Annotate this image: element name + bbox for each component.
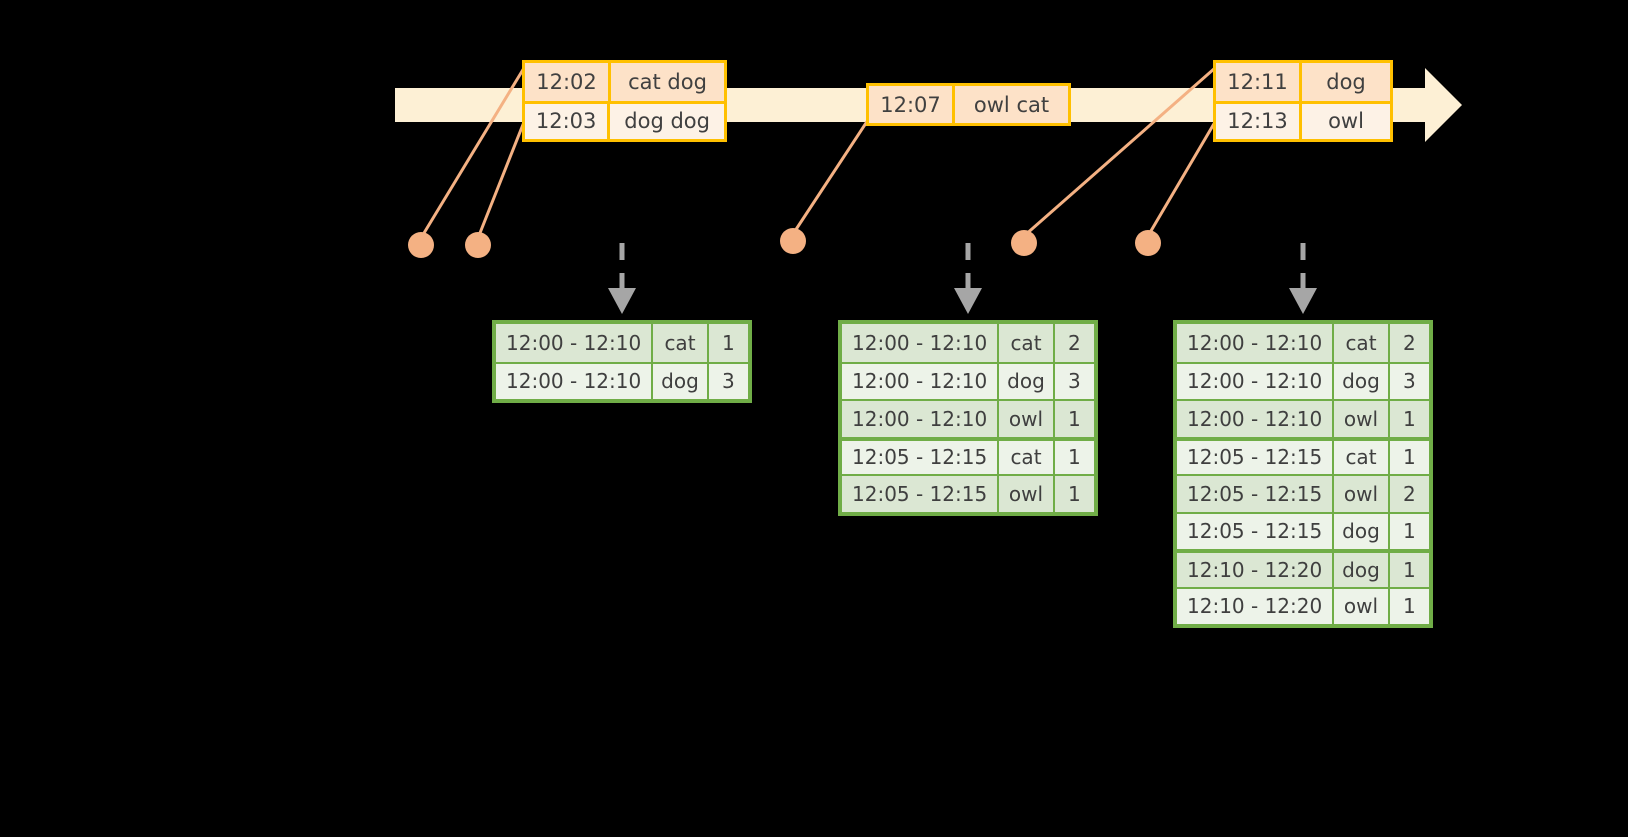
cell-count: 1 (1403, 519, 1416, 544)
cell-count: 1 (1068, 445, 1081, 470)
cell-count: 1 (1403, 406, 1416, 431)
cell-window: 12:10 - 12:20 (1177, 588, 1335, 624)
connector-dot (408, 232, 434, 258)
cell-window: 12:05 - 12:15 (842, 476, 1000, 512)
cell-count: 1 (1403, 557, 1416, 582)
cell-count: 3 (1403, 369, 1416, 394)
cell-count: 1 (1068, 481, 1081, 506)
table-row[interactable]: 12:00 - 12:10 cat 2 (842, 324, 1094, 362)
event-payload: cat dog (628, 69, 707, 94)
table-row[interactable]: 12:10 - 12:20 owl 1 (1177, 586, 1429, 624)
table-row[interactable]: 12:05 - 12:15 cat 1 (842, 436, 1094, 474)
cell-count: 1 (1403, 594, 1416, 619)
cell-count: 1 (1403, 445, 1416, 470)
cell-count: 1 (1068, 406, 1081, 431)
cell-key: dog (653, 363, 709, 399)
cell-window: 12:00 - 12:10 (496, 363, 654, 399)
cell-count: 1 (722, 330, 735, 355)
result-table-2: 12:00 - 12:10 cat 2 12:00 - 12:10 dog 3 … (838, 320, 1098, 516)
cell-count: 2 (1403, 481, 1416, 506)
cell-key: dog (1334, 513, 1390, 549)
event-row[interactable]: 12:07 owl cat (869, 86, 1068, 123)
cell-window: 12:05 - 12:15 (842, 440, 1000, 474)
cell-key: cat (1334, 324, 1390, 362)
table-row[interactable]: 12:05 - 12:15 cat 1 (1177, 436, 1429, 474)
emit-arrows (619, 243, 1306, 292)
cell-window: 12:00 - 12:10 (1177, 401, 1335, 437)
connector-dot (780, 228, 806, 254)
event-time: 12:11 (1216, 63, 1302, 101)
cell-window: 12:00 - 12:10 (842, 324, 1000, 362)
cell-window: 12:10 - 12:20 (1177, 553, 1335, 587)
cell-count: 3 (722, 369, 735, 394)
table-row[interactable]: 12:00 - 12:10 owl 1 (842, 399, 1094, 437)
table-row[interactable]: 12:00 - 12:10 dog 3 (496, 361, 748, 399)
connector-dot (465, 232, 491, 258)
cell-key: dog (1334, 363, 1390, 399)
event-time: 12:03 (525, 103, 611, 139)
table-row[interactable]: 12:00 - 12:10 dog 3 (1177, 361, 1429, 399)
cell-key: owl (1334, 401, 1390, 437)
cell-window: 12:05 - 12:15 (1177, 513, 1335, 549)
cell-key: owl (999, 476, 1055, 512)
event-row[interactable]: 12:11 dog (1216, 63, 1390, 101)
event-group-2[interactable]: 12:07 owl cat (866, 83, 1071, 126)
event-row[interactable]: 12:02 cat dog (525, 63, 724, 101)
cell-window: 12:05 - 12:15 (1177, 476, 1335, 512)
cell-key: cat (999, 440, 1055, 474)
event-payload: owl (1328, 109, 1364, 134)
cell-window: 12:00 - 12:10 (842, 401, 1000, 437)
cell-key: owl (1334, 476, 1390, 512)
event-group-3[interactable]: 12:11 dog 12:13 owl (1213, 60, 1393, 142)
cell-key: owl (999, 401, 1055, 437)
event-group-1[interactable]: 12:02 cat dog 12:03 dog dog (522, 60, 727, 142)
table-row[interactable]: 12:00 - 12:10 owl 1 (1177, 399, 1429, 437)
table-row[interactable]: 12:00 - 12:10 dog 3 (842, 361, 1094, 399)
table-row[interactable]: 12:05 - 12:15 dog 1 (1177, 511, 1429, 549)
event-row[interactable]: 12:13 owl (1216, 100, 1390, 139)
connector-dot (1135, 230, 1161, 256)
cell-key: cat (999, 324, 1055, 362)
table-row[interactable]: 12:05 - 12:15 owl 2 (1177, 474, 1429, 512)
cell-count: 2 (1068, 330, 1081, 355)
cell-window: 12:00 - 12:10 (1177, 363, 1335, 399)
table-row[interactable]: 12:00 - 12:10 cat 1 (496, 324, 748, 362)
event-payload: dog dog (624, 109, 710, 134)
cell-count: 3 (1068, 369, 1081, 394)
cell-window: 12:00 - 12:10 (496, 324, 654, 362)
table-row[interactable]: 12:10 - 12:20 dog 1 (1177, 549, 1429, 587)
cell-key: cat (653, 324, 709, 362)
event-time: 12:07 (869, 86, 955, 123)
cell-key: cat (1334, 440, 1390, 474)
connector-dot (1011, 230, 1037, 256)
table-row[interactable]: 12:00 - 12:10 cat 2 (1177, 324, 1429, 362)
cell-window: 12:00 - 12:10 (842, 363, 1000, 399)
result-table-1: 12:00 - 12:10 cat 1 12:00 - 12:10 dog 3 (492, 320, 752, 403)
event-time: 12:02 (525, 63, 611, 101)
cell-window: 12:05 - 12:15 (1177, 440, 1335, 474)
cell-key: dog (1334, 553, 1390, 587)
cell-count: 2 (1403, 330, 1416, 355)
event-payload: owl cat (973, 92, 1050, 117)
cell-window: 12:00 - 12:10 (1177, 324, 1335, 362)
event-time: 12:13 (1216, 103, 1302, 139)
event-row[interactable]: 12:03 dog dog (525, 100, 724, 139)
emit-arrow-heads (608, 288, 1317, 314)
cell-key: owl (1334, 588, 1390, 624)
event-payload: dog (1326, 69, 1366, 94)
connector-dots (408, 228, 1161, 258)
result-table-3: 12:00 - 12:10 cat 2 12:00 - 12:10 dog 3 … (1173, 320, 1433, 628)
cell-key: dog (999, 363, 1055, 399)
table-row[interactable]: 12:05 - 12:15 owl 1 (842, 474, 1094, 512)
